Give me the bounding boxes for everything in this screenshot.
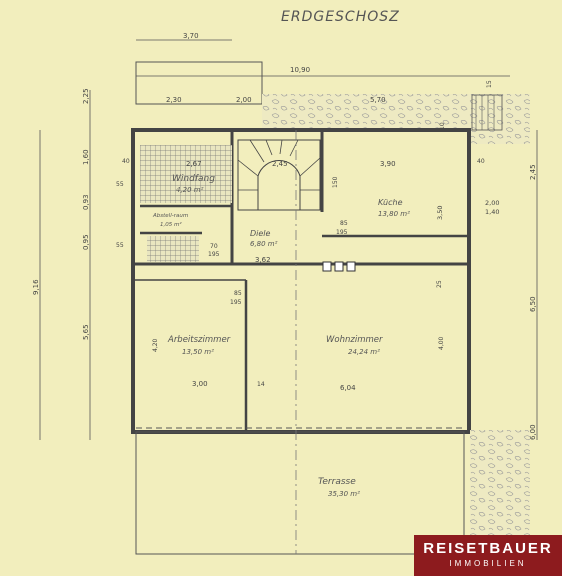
brand-sub: IMMOBILIEN xyxy=(449,559,527,568)
dim-15: 15 xyxy=(486,80,493,88)
dim-350: 3,50 xyxy=(436,206,444,220)
room-wohn-name: Wohnzimmer xyxy=(326,335,383,345)
paved-path xyxy=(262,94,510,132)
left-dim-2: 0,93 xyxy=(82,194,90,210)
room-terrasse-area: 35,30 m² xyxy=(328,490,360,498)
room-windfang-name: Windfang xyxy=(172,174,215,184)
dim-420: 4,20 xyxy=(152,338,159,352)
dim-200: 2,00 xyxy=(236,96,252,104)
dim-25: 25 xyxy=(436,280,443,288)
dim-604: 6,04 xyxy=(340,384,356,392)
paved-path-east xyxy=(470,94,530,144)
room-arbeit-name: Arbeitszimmer xyxy=(167,335,231,345)
dim-390: 3,90 xyxy=(380,160,396,168)
dim-195a: 195 xyxy=(336,229,348,236)
brand-logo: REISETBAUER IMMOBILIEN xyxy=(414,535,562,576)
dim-85a: 85 xyxy=(340,220,348,227)
room-abstell-area: 1,05 m² xyxy=(160,221,182,228)
dim-195b: 195 xyxy=(230,299,242,306)
dim-top-overall: 3,70 xyxy=(183,32,199,40)
dim-140: 1,40 xyxy=(485,208,499,216)
dim-14: 14 xyxy=(257,381,265,388)
right-dim-1: 6,50 xyxy=(529,296,537,312)
room-kueche-name: Küche xyxy=(378,198,403,207)
dim-195c: 195 xyxy=(208,251,220,258)
dim-267: 2,67 xyxy=(186,160,202,168)
right-dim-0: 2,45 xyxy=(529,164,537,180)
terrace-outline xyxy=(135,431,465,555)
left-dim-5: 5,65 xyxy=(82,324,90,340)
dim-40a: 40 xyxy=(122,158,130,165)
room-arbeit-area: 13,50 m² xyxy=(182,348,214,356)
room-windfang-area: 4,20 m² xyxy=(176,186,204,194)
brand-name: REISETBAUER xyxy=(423,540,553,557)
dim-55b: 55 xyxy=(116,242,124,249)
dim-40b: 40 xyxy=(477,158,485,165)
plan-title: ERDGESCHOSZ xyxy=(281,9,400,25)
garden-paving xyxy=(470,430,530,554)
dim-10: 10 xyxy=(439,122,446,130)
room-wohn-area: 24,24 m² xyxy=(348,348,380,356)
dim-85b: 85 xyxy=(234,290,242,297)
left-dim-1: 1,60 xyxy=(82,149,90,165)
room-kueche-area: 13,80 m² xyxy=(378,210,410,218)
room-diele-area: 6,80 m² xyxy=(250,240,278,248)
dim-362: 3,62 xyxy=(255,256,271,264)
dim-total-width: 10,90 xyxy=(290,66,310,74)
windfang-floor xyxy=(140,145,232,203)
dim-150: 150 xyxy=(332,176,339,188)
dim-245: 2,45 xyxy=(272,160,288,168)
staircase xyxy=(237,139,321,211)
dim-55a: 55 xyxy=(116,181,124,188)
wc-floor xyxy=(147,236,199,262)
dim-70: 70 xyxy=(210,243,218,250)
entry-steps xyxy=(471,94,503,131)
room-terrasse-name: Terrasse xyxy=(318,477,356,487)
dim-230: 2,30 xyxy=(166,96,182,104)
left-dim-0: 2,25 xyxy=(82,88,90,104)
dim-570: 5,70 xyxy=(370,96,386,104)
right-dim-2: 6,00 xyxy=(529,424,537,440)
left-dim-3: 0,95 xyxy=(82,234,90,250)
dim-300: 3,00 xyxy=(192,380,208,388)
room-diele-name: Diele xyxy=(250,229,271,238)
dim-200b: 2,00 xyxy=(485,199,499,207)
room-abstell-name: Abstell-raum xyxy=(152,213,188,219)
dim-400: 4,00 xyxy=(438,336,445,350)
left-dim-4: 9,16 xyxy=(32,279,40,295)
